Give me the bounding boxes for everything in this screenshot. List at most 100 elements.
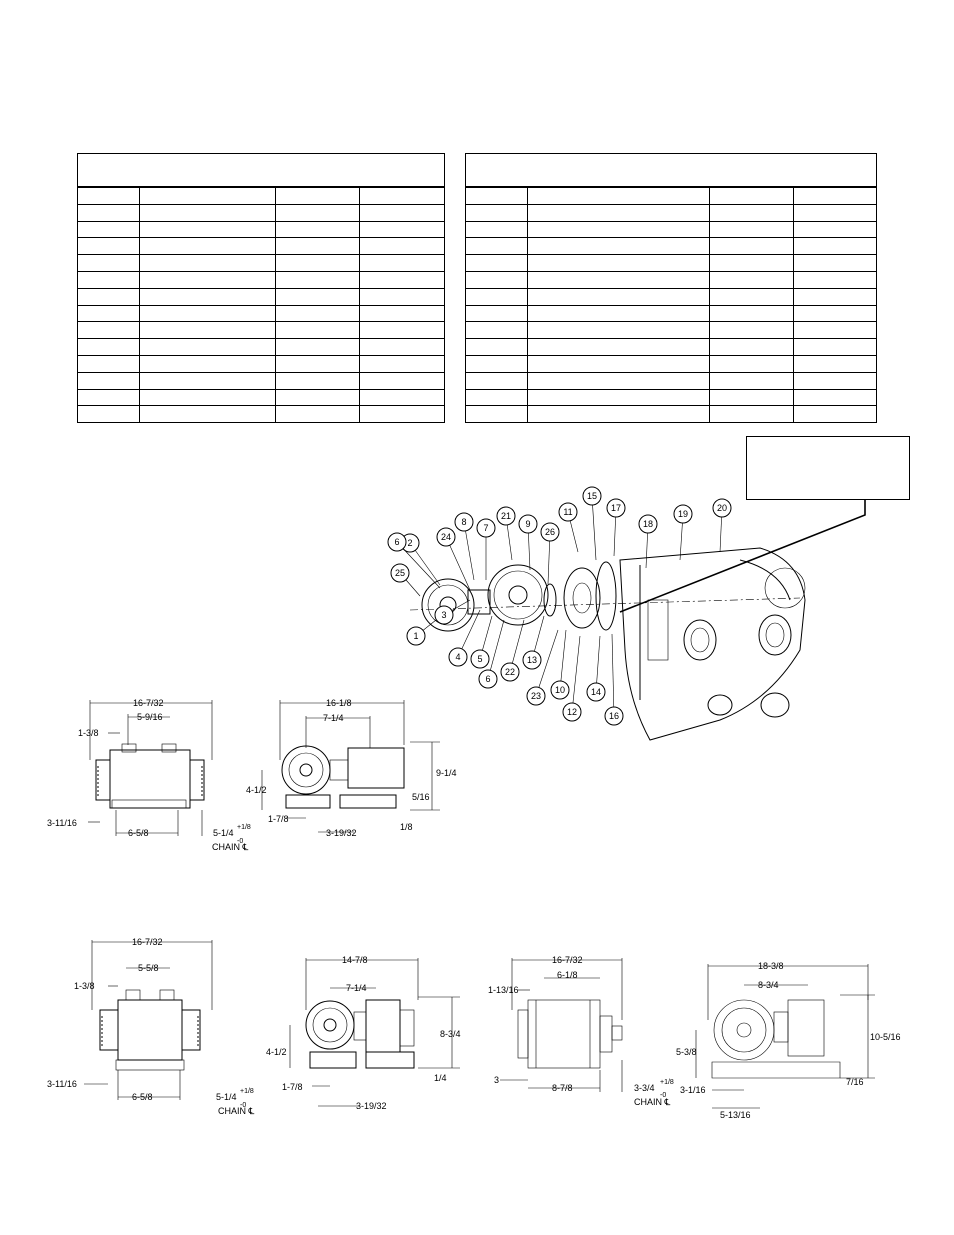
table-row <box>466 355 876 373</box>
callout-number: 17 <box>611 503 621 513</box>
table-row <box>466 271 876 289</box>
table-cell <box>140 188 276 204</box>
table-cell <box>78 271 140 288</box>
callout-number: 5 <box>477 654 482 664</box>
callout-bubble <box>582 486 602 506</box>
table-cell <box>528 255 710 271</box>
dim-port-spacing: 5-5/8 <box>138 963 159 973</box>
table-row <box>78 322 444 340</box>
table-row <box>466 255 876 272</box>
callout-bubble <box>470 649 490 669</box>
table-cell <box>276 389 360 406</box>
table-cell <box>78 339 140 355</box>
table-cell <box>710 372 794 389</box>
table-cell <box>78 305 140 322</box>
callout-bubble <box>606 498 626 518</box>
callout-bubble <box>586 682 606 702</box>
table-cell <box>78 188 140 204</box>
drawing-top-right: 16-1/8 7-1/4 9-1/4 4-1/2 5/16 1-7/8 1/8 … <box>246 698 457 838</box>
chain-centerline-label: CHAIN ℄ <box>218 1106 255 1116</box>
dim-overall-length: 16-7/32 <box>132 937 163 947</box>
callout-bubble <box>406 626 426 646</box>
table-cell <box>466 305 528 322</box>
table-cell <box>276 322 360 339</box>
dim-base-left: 3 <box>494 1075 499 1085</box>
table-cell <box>710 288 794 305</box>
seal-ring <box>543 583 557 617</box>
callout-bubble <box>540 522 560 542</box>
callout-bubble <box>500 662 520 682</box>
drawing-top-left: 16-7/32 5-9/16 1-3/8 3-11/16 6-5/8 5-1/4… <box>47 698 251 852</box>
sprocket-small <box>421 578 475 632</box>
callout-bubble <box>390 563 410 583</box>
dim-base-span: 8-7/8 <box>552 1083 573 1093</box>
table-cell <box>140 271 276 288</box>
callout-bubble <box>638 514 658 534</box>
callout-number: 20 <box>717 503 727 513</box>
table-row <box>466 406 876 424</box>
callout-bubble <box>496 506 516 526</box>
table-cell <box>466 188 528 204</box>
table-cell <box>710 238 794 255</box>
table-row <box>466 389 876 407</box>
callout-number: 26 <box>545 527 555 537</box>
callout-leader <box>571 635 581 713</box>
dim-center-to-port: 8-3/4 <box>758 980 779 990</box>
callout-bubble <box>712 498 732 518</box>
callout-bubble <box>478 669 498 689</box>
table-cell <box>528 238 710 255</box>
parts-table-left-header <box>78 154 444 188</box>
table-cell <box>140 204 276 221</box>
dim-base-thk: 7/16 <box>846 1077 864 1087</box>
table-row <box>466 305 876 323</box>
table-cell <box>466 322 528 339</box>
table-row <box>466 288 876 306</box>
table-cell <box>276 238 360 255</box>
callout-number: 23 <box>531 691 541 701</box>
dim-tol-plus: +1/8 <box>240 1088 254 1095</box>
drawing-bottom-4: 18-3/8 8-3/4 5-3/8 10-5/16 7/16 3-1/16 5… <box>676 961 901 1120</box>
callout-number: 13 <box>527 655 537 665</box>
table-cell <box>466 221 528 238</box>
table-cell <box>528 288 710 305</box>
dim-width: 16-1/8 <box>326 698 352 708</box>
table-cell <box>710 271 794 288</box>
table-row <box>78 305 444 323</box>
dim-chain-offset: 3-3/4 <box>634 1083 655 1093</box>
callout-bubble <box>434 605 454 625</box>
table-cell <box>276 204 360 221</box>
table-cell <box>276 406 360 424</box>
table-row <box>466 204 876 222</box>
table-cell <box>78 389 140 406</box>
table-cell <box>140 322 276 339</box>
dim-tol-minus: -0 <box>240 1102 246 1109</box>
table-cell <box>710 255 794 271</box>
callout-bubble <box>526 686 546 706</box>
drawing-bottom-1: 16-7/32 5-5/8 1-3/8 3-11/16 6-5/8 5-1/4 … <box>47 937 255 1116</box>
table-row <box>466 339 876 356</box>
table-cell <box>528 305 710 322</box>
table-cell <box>528 355 710 372</box>
dim-height: 8-3/4 <box>440 1029 461 1039</box>
table-cell <box>528 372 710 389</box>
dim-base-span: 6-5/8 <box>128 828 149 838</box>
dim-base-left: 3-11/16 <box>47 1079 77 1089</box>
drawing-bottom-2: 14-7/8 7-1/4 8-3/4 4-1/2 1/4 1-7/8 3-19/… <box>266 955 461 1111</box>
table-cell <box>466 255 528 271</box>
callout-number: 25 <box>395 568 405 578</box>
table-cell <box>710 322 794 339</box>
table-cell <box>528 271 710 288</box>
table-cell <box>710 188 794 204</box>
table-cell <box>466 204 528 221</box>
table-cell <box>710 389 794 406</box>
table-row <box>466 188 876 205</box>
table-cell <box>78 204 140 221</box>
table-cell <box>276 255 360 271</box>
callout-number: 16 <box>609 711 619 721</box>
table-cell <box>140 255 276 271</box>
dim-foot-span: 3-19/32 <box>356 1101 387 1111</box>
table-cell <box>276 372 360 389</box>
dim-foot-offset: 3-1/16 <box>680 1085 706 1095</box>
